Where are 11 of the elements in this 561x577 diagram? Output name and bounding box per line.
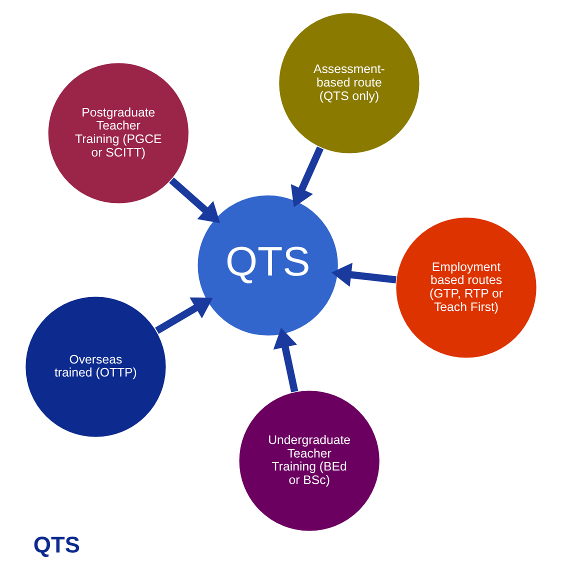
node-circle: Undergraduate Teacher Training (BEd or BSc) — [238, 390, 380, 532]
arrow — [290, 146, 324, 208]
node-circle: Employment based routes (GTP, RTP or Teach First) — [394, 216, 537, 359]
arrow — [272, 328, 298, 392]
arrow — [330, 262, 396, 287]
node-circle: Postgraduate Teacher Training (PGCE or SCITT) — [46, 62, 189, 204]
node-circle: Overseas trained (OTTP) — [24, 296, 166, 438]
diagram-title: QTS — [32, 532, 80, 558]
arrow — [168, 177, 220, 224]
arrow — [154, 297, 212, 334]
node-circle: Assessment-based route (QTS only) — [278, 12, 420, 154]
